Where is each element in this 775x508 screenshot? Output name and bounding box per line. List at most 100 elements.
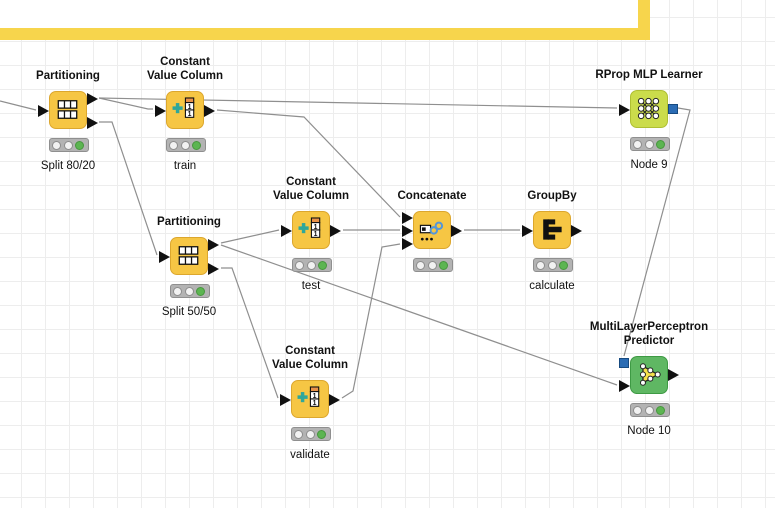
data-output-port[interactable] <box>208 239 219 251</box>
partitioning-icon <box>57 100 78 119</box>
node-label: test <box>301 280 321 292</box>
status-light-off <box>295 260 304 270</box>
model-output-port[interactable] <box>668 104 678 114</box>
data-output-port[interactable] <box>451 225 462 237</box>
data-output-port[interactable] <box>329 394 340 406</box>
data-input-port[interactable] <box>619 104 630 116</box>
traffic-light-status <box>630 403 670 417</box>
data-output-port[interactable] <box>208 263 219 275</box>
data-output-port[interactable] <box>571 225 582 237</box>
connection-offscreen-left-to-partitioning-1[interactable] <box>0 100 37 111</box>
node-label: Node 9 <box>630 159 668 171</box>
svg-text:1: 1 <box>188 104 192 111</box>
node-constant-value-validate[interactable]: 1 1 Constant Value Column validate <box>272 345 348 461</box>
status-light-off <box>305 429 315 439</box>
node-title: Concatenate <box>397 190 467 202</box>
data-output-port[interactable] <box>668 369 679 381</box>
groupby-icon <box>543 219 562 240</box>
node-concatenate[interactable]: Concatenate <box>397 190 467 272</box>
data-input-port[interactable] <box>155 105 166 117</box>
status-light-off <box>52 140 61 150</box>
connection-constant-value-train-to-concatenate[interactable] <box>216 109 401 218</box>
svg-text:1: 1 <box>313 393 317 400</box>
data-input-port[interactable] <box>281 225 292 237</box>
data-output-port[interactable] <box>87 117 98 129</box>
model-input-port[interactable] <box>619 358 629 368</box>
status-light-off <box>416 260 425 270</box>
data-input-port[interactable] <box>280 394 291 406</box>
data-output-port[interactable] <box>204 105 215 117</box>
annotation-interior <box>0 0 638 28</box>
status-light-off <box>633 139 642 149</box>
connection-constant-value-validate-to-concatenate[interactable] <box>341 243 401 399</box>
status-light-off <box>633 405 642 415</box>
node-title: RProp MLP Learner <box>595 69 703 81</box>
svg-text:1: 1 <box>188 111 192 118</box>
traffic-light-status <box>413 258 453 272</box>
constant-value-icon: 1 1 <box>172 97 195 118</box>
status-light-off <box>63 140 73 150</box>
status-light-off <box>427 260 437 270</box>
status-light-green <box>317 429 326 439</box>
node-groupby[interactable]: GroupBy calculate <box>522 190 582 292</box>
status-light-green <box>75 140 84 150</box>
node-label: Split 80/20 <box>40 160 96 172</box>
connection-partitioning-2-to-mlp-predictor[interactable] <box>220 244 618 386</box>
data-input-port[interactable] <box>159 251 170 263</box>
status-light-off <box>536 260 545 270</box>
traffic-light-status <box>170 284 210 298</box>
connection-partitioning-2-to-constant-value-validate[interactable] <box>221 267 279 399</box>
connection-rprop-mlp-learner-to-mlp-predictor[interactable] <box>623 107 691 357</box>
svg-text:1: 1 <box>313 400 317 407</box>
status-light-off <box>294 429 303 439</box>
node-label: Node 10 <box>627 425 671 437</box>
traffic-light-status <box>166 138 206 152</box>
svg-text:1: 1 <box>314 231 318 238</box>
data-output-port[interactable] <box>87 93 98 105</box>
status-light-green <box>559 260 568 270</box>
data-input-port[interactable] <box>402 225 413 237</box>
node-label: Split 50/50 <box>161 306 217 318</box>
node-constant-value-test[interactable]: 1 1 Constant Value Column test <box>273 176 349 292</box>
status-light-off <box>184 286 194 296</box>
node-label: validate <box>290 449 330 461</box>
node-label: calculate <box>529 280 575 292</box>
constant-value-icon: 1 1 <box>298 217 321 238</box>
data-input-port[interactable] <box>402 238 413 250</box>
status-light-off <box>173 286 182 296</box>
concatenate-icon <box>419 221 444 241</box>
node-title: GroupBy <box>527 190 577 202</box>
constant-value-icon: 1 1 <box>297 386 320 407</box>
node-title: Constant Value Column <box>271 345 349 371</box>
connection-partitioning-2-to-constant-value-test[interactable] <box>220 229 280 244</box>
data-input-port[interactable] <box>402 212 413 224</box>
status-light-green <box>439 260 448 270</box>
data-input-port[interactable] <box>619 380 630 392</box>
status-light-green <box>192 140 201 150</box>
annotation-border-bottom[interactable] <box>0 28 650 40</box>
node-title: Partitioning <box>157 216 221 228</box>
status-light-off <box>547 260 557 270</box>
node-title: Constant Value Column <box>146 56 224 82</box>
data-input-port[interactable] <box>522 225 533 237</box>
node-label: train <box>173 160 197 172</box>
connection-partitioning-1-to-partitioning-2[interactable] <box>99 121 158 256</box>
data-input-port[interactable] <box>38 105 49 117</box>
node-constant-value-train[interactable]: 1 1 Constant Value Column train <box>147 56 223 172</box>
connection-partitioning-1-to-constant-value-train[interactable] <box>98 97 153 110</box>
status-light-off <box>180 140 190 150</box>
status-light-green <box>656 405 665 415</box>
status-light-off <box>644 405 654 415</box>
status-light-green <box>196 286 205 296</box>
data-output-port[interactable] <box>330 225 341 237</box>
annotation-border-right[interactable] <box>638 0 650 40</box>
node-title: Constant Value Column <box>272 176 350 202</box>
traffic-light-status <box>533 258 573 272</box>
status-light-green <box>656 139 665 149</box>
